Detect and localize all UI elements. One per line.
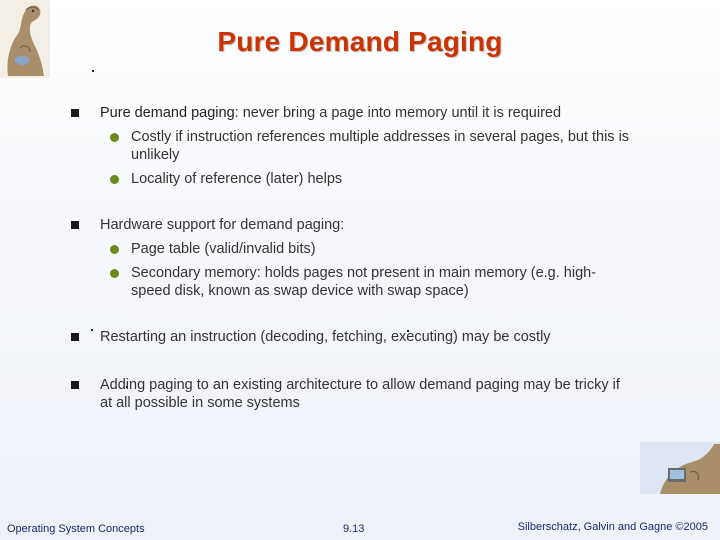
sub-bullet: Costly if instruction references multipl… [100,128,630,164]
speck [126,386,128,388]
square-bullet-icon [71,221,79,229]
bullet-lead: Pure demand paging [100,105,235,121]
speck [91,329,93,331]
slide-title: Pure Demand Paging [217,26,503,57]
dinosaur-logo-icon [640,442,720,494]
square-bullet-icon [71,381,79,389]
square-bullet-icon [71,109,79,117]
bullet-text: Restarting an instruction (decoding, fet… [100,329,551,345]
footer-page-number: 9.13 [343,523,365,535]
slide-footer: Operating System Concepts 9.13 Silbersch… [0,518,720,540]
sub-bullet-text: Costly if instruction references multipl… [131,129,630,163]
bullet-pure-demand-paging: Pure demand paging: never bring a page i… [70,104,630,188]
footer-copyright: Silberschatz, Galvin and Gagne ©2005 [517,521,708,533]
round-bullet-icon [110,269,119,278]
speck [92,70,94,72]
bullet-text: : never bring a page into memory until i… [234,105,562,121]
footer-book-title: Operating System Concepts [7,523,145,535]
sub-bullet-text: Locality of reference (later) helps [131,171,343,187]
sub-bullet: Locality of reference (later) helps [100,170,630,188]
bullet-hardware-support: Hardware support for demand paging: Page… [70,216,630,300]
round-bullet-icon [110,245,119,254]
round-bullet-icon [110,175,119,184]
bullet-adding-paging: Adding paging to an existing architectur… [70,376,630,412]
dinosaur-logo-icon [0,0,50,78]
bullet-text: Adding paging to an existing architectur… [100,377,620,411]
round-bullet-icon [110,133,119,142]
sub-bullet-text: Page table (valid/invalid bits) [131,241,316,257]
slide-content: Pure demand paging: never bring a page i… [70,104,630,412]
speck [407,330,409,332]
sub-bullet: Page table (valid/invalid bits) [100,240,630,258]
bullet-text: Hardware support for demand paging: [100,217,345,233]
sub-bullet-text: Secondary memory: holds pages not presen… [131,265,597,299]
bullet-restarting-instruction: Restarting an instruction (decoding, fet… [70,328,630,346]
square-bullet-icon [71,333,79,341]
sub-bullet: Secondary memory: holds pages not presen… [100,264,630,300]
